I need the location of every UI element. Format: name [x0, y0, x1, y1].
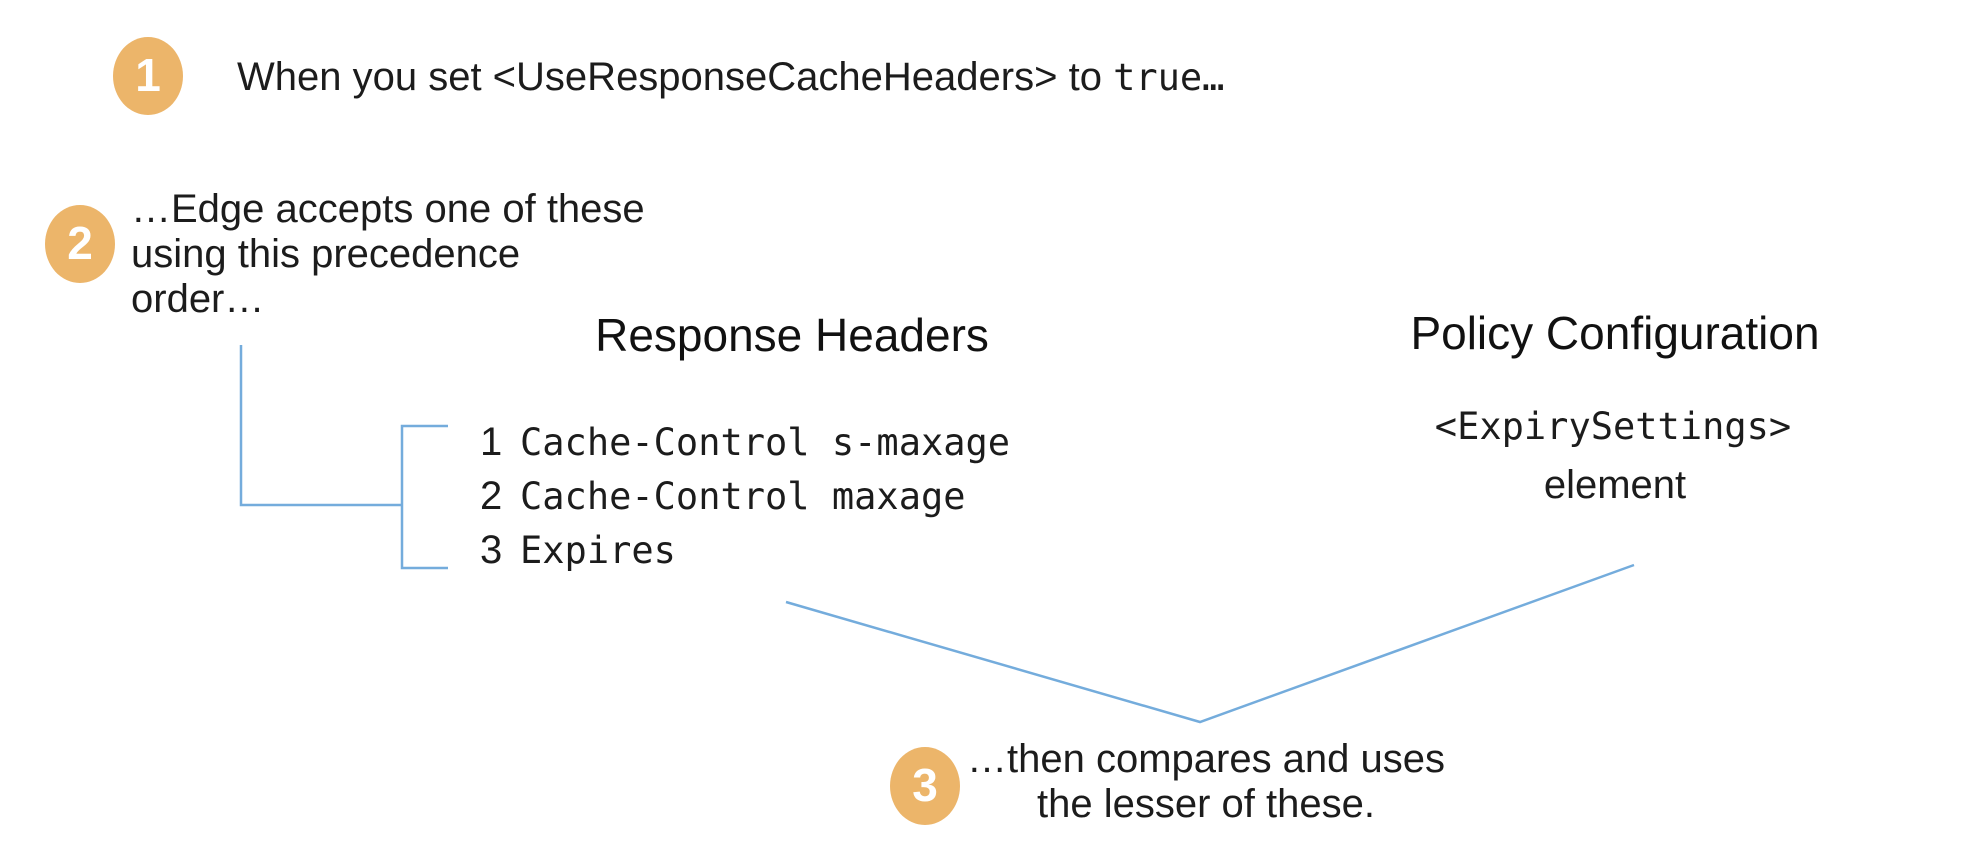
step-1-text-code: true…: [1113, 56, 1225, 99]
precedence-item-3-label: Expires: [520, 529, 676, 572]
step-3-line-1: …then compares and uses: [966, 737, 1446, 781]
precedence-item-1-rank: 1: [480, 420, 503, 464]
step-1-text-prefix: When you set <UseResponseCacheHeaders> t…: [237, 55, 1114, 99]
policy-configuration-title: Policy Configuration: [1410, 307, 1820, 359]
response-headers-title: Response Headers: [595, 309, 989, 361]
step-2-number: 2: [67, 217, 93, 269]
precedence-item-3-rank: 3: [480, 528, 503, 572]
step-2-line-2: using this precedence: [131, 232, 521, 276]
expiry-settings-caption: element: [1543, 463, 1687, 507]
expiry-settings-code: <ExpirySettings>: [1434, 405, 1792, 448]
precedence-item-2: 2 Cache-Control maxage: [480, 474, 966, 519]
step-1-badge: 1: [113, 37, 183, 115]
precedence-elbow-connector: [239, 345, 402, 507]
step-3-text: …then compares and uses the lesser of th…: [967, 737, 1445, 827]
compare-v-connector: [785, 563, 1635, 724]
step-2-badge: 2: [45, 205, 115, 283]
step-3-badge: 3: [890, 747, 960, 825]
precedence-bracket-connector: [400, 424, 448, 570]
step-1-number: 1: [135, 49, 161, 101]
step-1-text: When you set <UseResponseCacheHeaders> t…: [237, 55, 1224, 100]
step-2-line-3: order…: [131, 277, 265, 321]
precedence-item-3: 3 Expires: [480, 528, 676, 573]
precedence-item-1-label: Cache-Control s-maxage: [520, 421, 1011, 464]
precedence-item-2-label: Cache-Control maxage: [520, 475, 966, 518]
step-3-number: 3: [912, 759, 938, 811]
precedence-item-2-rank: 2: [480, 474, 503, 518]
step-2-text: …Edge accepts one of these using this pr…: [131, 187, 645, 322]
step-3-line-2: the lesser of these.: [1037, 782, 1375, 826]
precedence-item-1: 1 Cache-Control s-maxage: [480, 420, 1010, 465]
step-2-line-1: …Edge accepts one of these: [131, 187, 645, 231]
